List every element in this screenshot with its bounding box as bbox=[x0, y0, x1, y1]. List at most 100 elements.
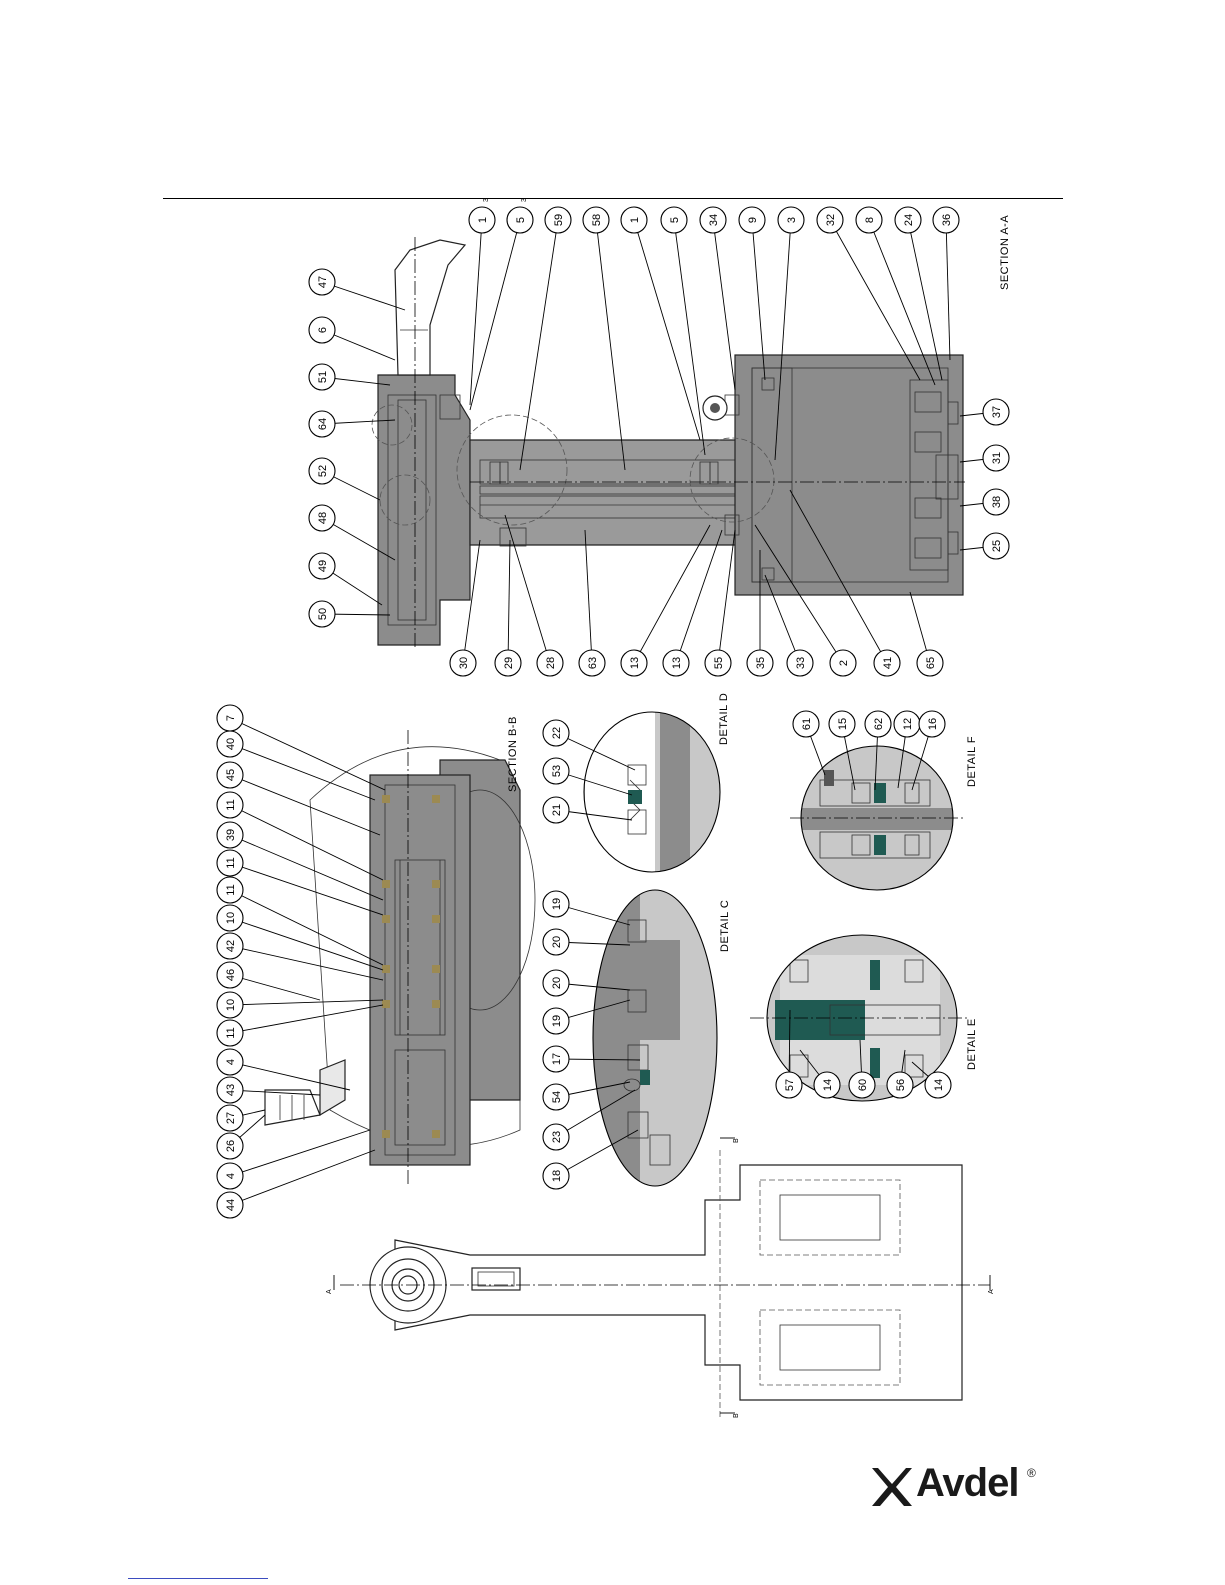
balloon-label: 35 bbox=[755, 657, 767, 669]
balloon-label: 4 bbox=[225, 1059, 237, 1065]
balloon-label: 41 bbox=[882, 657, 894, 669]
balloon-label: 5 bbox=[515, 217, 527, 223]
balloon-label: 14 bbox=[933, 1079, 945, 1091]
caption-detail-c: DETAIL C bbox=[719, 900, 731, 952]
brand-logo-text: Avdel bbox=[916, 1461, 1018, 1506]
balloon-9: 9 bbox=[739, 207, 765, 380]
balloon-label: 11 bbox=[225, 884, 237, 895]
balloon-58: 58 bbox=[583, 207, 625, 470]
balloon-36: 36 bbox=[933, 207, 959, 360]
balloon-label: 33 bbox=[795, 657, 807, 669]
balloon-label: 22 bbox=[551, 727, 563, 739]
balloon-label: 39 bbox=[225, 829, 237, 841]
balloon-label: 31 bbox=[991, 452, 1003, 464]
balloon-label: 11 bbox=[225, 857, 237, 868]
balloon-label: 19 bbox=[551, 898, 563, 910]
balloon-47: 47 bbox=[309, 269, 405, 310]
detail-c bbox=[590, 890, 720, 1190]
balloon-label: 10 bbox=[225, 912, 237, 924]
balloon-label: 61 bbox=[801, 718, 813, 730]
balloon-52: 52 bbox=[309, 458, 380, 500]
balloon-label: 47 bbox=[317, 276, 329, 288]
balloon-label: 11 bbox=[225, 1027, 237, 1038]
balloon-label: 46 bbox=[225, 969, 237, 981]
balloon-label: 19 bbox=[551, 1015, 563, 1027]
balloon-label: 6 bbox=[317, 327, 329, 333]
balloon-label: 7 bbox=[225, 715, 237, 721]
balloon-label: 4 bbox=[225, 1173, 237, 1179]
balloon-label: 9 bbox=[747, 217, 759, 223]
balloon-label: 26 bbox=[225, 1140, 237, 1152]
superscript-mark: 3 bbox=[521, 198, 528, 202]
caption-detail-f: DETAIL F bbox=[966, 736, 978, 787]
balloon-29: 29 bbox=[495, 540, 521, 676]
balloon-label: 17 bbox=[551, 1053, 563, 1065]
balloon-label: 27 bbox=[225, 1112, 237, 1124]
plan-view bbox=[340, 1150, 990, 1420]
balloon-label: 45 bbox=[225, 769, 237, 781]
balloon-label: 63 bbox=[587, 657, 599, 669]
balloon-label: 2 bbox=[838, 660, 850, 666]
superscript-mark: 3 bbox=[483, 198, 490, 202]
registered-mark: ® bbox=[1027, 1466, 1036, 1480]
balloon-label: 23 bbox=[551, 1131, 563, 1143]
balloon-label: 57 bbox=[784, 1079, 796, 1091]
caption-section-bb: SECTION B-B bbox=[507, 716, 519, 792]
balloon-34: 34 bbox=[700, 207, 735, 390]
detail-d bbox=[580, 710, 725, 880]
balloon-label: 20 bbox=[551, 977, 563, 989]
balloon-label: 48 bbox=[317, 512, 329, 524]
caption-section-aa: SECTION A-A bbox=[999, 215, 1011, 290]
balloon-24: 24 bbox=[895, 207, 942, 380]
balloon-1: 1 bbox=[469, 207, 495, 405]
balloon-label: 36 bbox=[941, 214, 953, 226]
balloon-25: 25 bbox=[960, 533, 1009, 559]
balloon-label: 56 bbox=[895, 1079, 907, 1091]
balloon-10: 10 bbox=[217, 992, 383, 1018]
balloon-label: 30 bbox=[458, 657, 470, 669]
balloon-label: 24 bbox=[903, 214, 915, 226]
balloon-55: 55 bbox=[705, 530, 735, 676]
balloon-59: 59 bbox=[520, 207, 571, 470]
balloon-11: 11 bbox=[217, 850, 383, 915]
balloon-label: 3 bbox=[786, 217, 798, 223]
section-bb bbox=[265, 730, 535, 1185]
balloon-label: 29 bbox=[503, 657, 515, 669]
section-mark-a-right: A bbox=[988, 1289, 995, 1294]
balloon-label: 28 bbox=[545, 657, 557, 669]
balloon-label: 34 bbox=[708, 214, 720, 226]
balloon-label: 59 bbox=[553, 214, 565, 226]
balloon-10: 10 bbox=[217, 905, 383, 970]
balloon-31: 31 bbox=[960, 445, 1009, 471]
balloon-label: 8 bbox=[864, 217, 876, 223]
balloon-37: 37 bbox=[960, 399, 1009, 425]
balloon-label: 52 bbox=[317, 465, 329, 477]
balloon-label: 44 bbox=[225, 1199, 237, 1211]
balloon-label: 1 bbox=[477, 217, 489, 223]
section-aa bbox=[372, 237, 965, 650]
section-mark-b-top: B bbox=[733, 1138, 740, 1143]
balloon-label: 11 bbox=[225, 799, 237, 810]
balloon-label: 62 bbox=[873, 718, 885, 730]
balloon-label: 53 bbox=[551, 765, 563, 777]
balloon-label: 20 bbox=[551, 936, 563, 948]
balloon-63: 63 bbox=[579, 530, 605, 676]
balloon-1: 1 bbox=[621, 207, 700, 440]
balloon-label: 18 bbox=[551, 1170, 563, 1182]
balloon-label: 32 bbox=[825, 214, 837, 226]
balloon-label: 64 bbox=[317, 418, 329, 430]
balloon-label: 12 bbox=[902, 718, 914, 730]
balloon-label: 51 bbox=[317, 371, 329, 383]
detail-f bbox=[790, 745, 965, 890]
balloon-label: 16 bbox=[927, 718, 939, 730]
balloon-label: 1 bbox=[629, 217, 641, 223]
section-mark-a-left: A bbox=[326, 1289, 333, 1294]
balloon-label: 14 bbox=[822, 1079, 834, 1091]
balloon-label: 38 bbox=[991, 496, 1003, 508]
balloon-label: 43 bbox=[225, 1084, 237, 1096]
balloon-label: 21 bbox=[551, 804, 563, 816]
caption-detail-e: DETAIL E bbox=[966, 1018, 978, 1070]
balloon-label: 58 bbox=[591, 214, 603, 226]
balloon-label: 5 bbox=[669, 217, 681, 223]
